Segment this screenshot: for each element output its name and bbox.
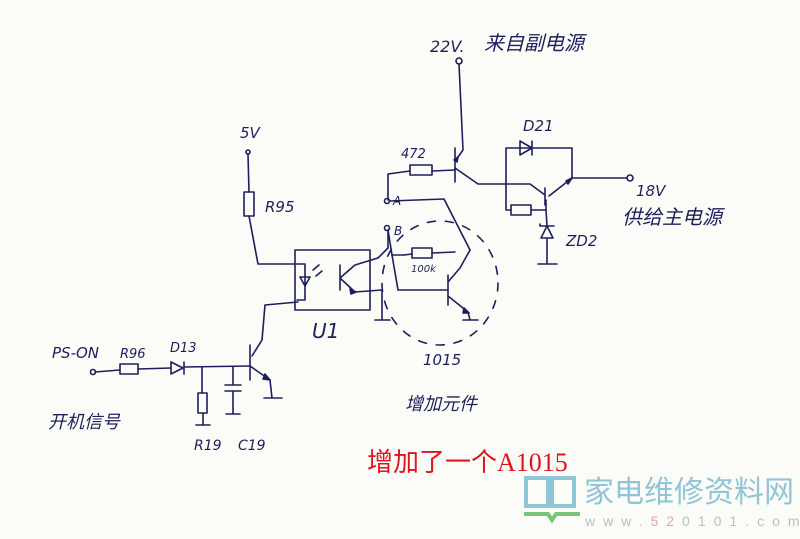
label-18v: 18V: [636, 182, 667, 200]
book-icon: [524, 476, 576, 508]
ps-on-input: [89, 301, 299, 426]
label-node-b: B: [394, 224, 402, 238]
site-logo: 家电维修资料网 www.520101.com: [524, 475, 800, 529]
label-added-component: 增加元件: [405, 394, 479, 415]
resistor-472: [383, 164, 471, 251]
url-prefix: www.: [584, 513, 650, 529]
label-472: 472: [401, 147, 426, 162]
label-22v-note: 来自副电源: [484, 31, 587, 55]
regulator-stage: [505, 140, 634, 265]
label-ps-on: PS-ON: [52, 344, 99, 362]
url-red: 52: [650, 513, 682, 529]
optocoupler-u1: [243, 149, 391, 321]
label-22v: 22V.: [430, 37, 465, 56]
annotation-added-a1015: 增加了一个A1015: [367, 448, 568, 477]
label-5v: 5V: [240, 124, 262, 142]
pass-transistor: [453, 57, 507, 185]
label-r19: R19: [194, 438, 222, 454]
logo-url: www.520101.com: [584, 513, 800, 529]
label-c19: C19: [238, 438, 266, 454]
label-d13: D13: [170, 341, 197, 356]
label-1015: 1015: [423, 351, 461, 369]
url-rest: 0101.com: [682, 513, 800, 529]
label-r95: R95: [265, 198, 295, 216]
label-100k: 100k: [411, 264, 437, 275]
label-node-a: A: [392, 194, 401, 208]
added-a1015-circuit: [381, 220, 499, 346]
label-d21: D21: [523, 117, 554, 135]
label-u1: U1: [312, 319, 339, 343]
label-r96: R96: [120, 347, 146, 362]
logo-site-name: 家电维修资料网: [584, 475, 794, 510]
label-18v-note: 供给主电源: [622, 205, 725, 229]
label-ps-on-note: 开机信号: [48, 412, 121, 433]
label-zd2: ZD2: [565, 232, 597, 250]
